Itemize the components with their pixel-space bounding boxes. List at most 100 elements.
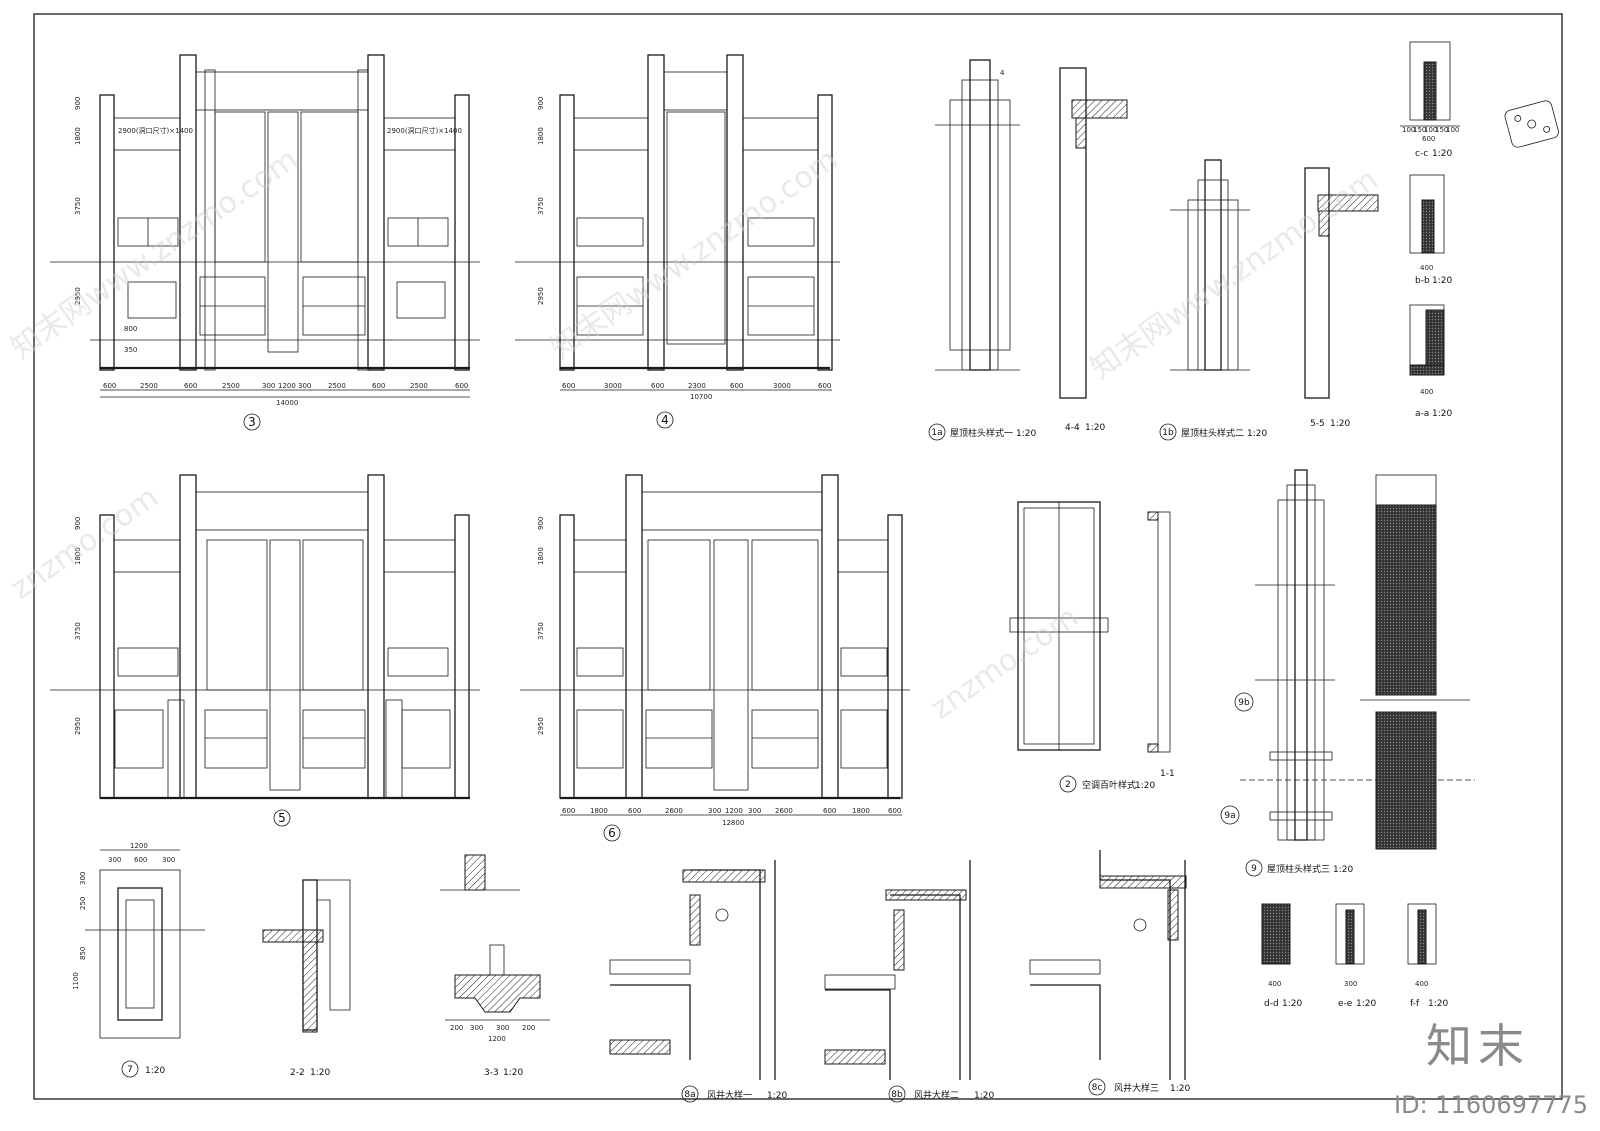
dim: 400 (1268, 980, 1281, 988)
section-title: 3-3 (484, 1068, 499, 1078)
detail-number: 9b (1238, 698, 1250, 708)
dim: 600 (372, 382, 385, 390)
dim-total: 12800 (722, 819, 744, 827)
section-title: c-c (1415, 149, 1428, 159)
detail-number: 1b (1162, 428, 1174, 438)
detail-title: 屋顶柱头样式一 (950, 427, 1013, 439)
detail-number: 7 (127, 1065, 133, 1075)
dim-total: 10700 (690, 393, 712, 401)
vdim: 250 (79, 897, 87, 910)
section-title: 2-2 (290, 1068, 305, 1078)
detail-1b: 1b 屋顶柱头样式二 1:20 5-5 1:20 (1159, 159, 1379, 441)
detail-scale: 1:20 (1016, 429, 1036, 439)
dim: 600 (1422, 135, 1435, 143)
section-ff: 400 f-f 1:20 (1407, 903, 1448, 1009)
dim: 300 (1344, 980, 1357, 988)
dim-total: 14000 (276, 399, 298, 407)
dim: 600 (455, 382, 468, 390)
sheet-border (33, 13, 1563, 1100)
section-title: f-f (1410, 999, 1420, 1009)
section-title: a-a (1415, 409, 1429, 419)
vdim: 350 (124, 346, 137, 354)
watermark: 知末网www.znzmo.com (545, 142, 845, 367)
section-cc: 100 150 100 150 100 600 c-c 1:20 (1400, 41, 1460, 159)
dim: 1200 (278, 382, 296, 390)
dim: 2500 (410, 382, 428, 390)
detail-scale: 1:20 (1247, 429, 1267, 439)
section-ee: 300 e-e 1:20 (1335, 903, 1376, 1009)
detail-8b: 8b 风井大样二 1:20 (824, 860, 994, 1103)
detail-scale: 1:20 (503, 1068, 523, 1078)
detail-scale: 1:20 (767, 1091, 787, 1101)
elevation-number: 4 (661, 413, 669, 427)
section-bb: 400 b-b 1:20 (1409, 174, 1452, 286)
detail-number: 1a (931, 428, 942, 438)
detail-scale: 1:20 (1085, 423, 1105, 433)
section-mark: 4 (1000, 69, 1005, 77)
dim: 150 (1435, 126, 1448, 134)
detail-scale: 1:20 (1432, 276, 1452, 286)
elevation-4: 600 3000 600 2300 600 3000 600 10700 900… (515, 54, 840, 429)
detail-8c: 8c 风井大样三 1:20 (1029, 850, 1190, 1096)
section-title: e-e (1338, 999, 1353, 1009)
detail-number: 8c (1092, 1083, 1103, 1093)
dim: 3000 (773, 382, 791, 390)
section-33: 200 300 300 200 1200 3-3 1:20 (440, 854, 550, 1078)
vdim: 3750 (537, 622, 545, 640)
dim: 2600 (665, 807, 683, 815)
section-dd: 400 d-d 1:20 (1261, 903, 1302, 1009)
dim: 600 (562, 382, 575, 390)
dim: 1800 (590, 807, 608, 815)
detail-title: 风井大样一 (707, 1089, 752, 1101)
vdim: 800 (124, 325, 137, 333)
detail-scale: 1:20 (145, 1066, 165, 1076)
detail-scale: 1:20 (1282, 999, 1302, 1009)
detail-scale: 1:20 (1356, 999, 1376, 1009)
elevation-number: 6 (608, 826, 616, 840)
vdim: 2950 (74, 717, 82, 735)
detail-number: 9a (1224, 811, 1235, 821)
detail-scale: 1:20 (1432, 409, 1452, 419)
detail-2: 2 空调百叶样式 1:20 1-1 (1009, 501, 1175, 793)
dim-total: 1200 (488, 1035, 506, 1043)
watermark: 知末网www.znzmo.com (5, 142, 305, 367)
dim: 100 (1402, 126, 1415, 134)
vdim: 1800 (537, 127, 545, 145)
detail-scale: 1:20 (1135, 781, 1155, 791)
vdim: 3750 (74, 197, 82, 215)
dim: 600 (562, 807, 575, 815)
vdim: 900 (537, 517, 545, 530)
detail-title: 空调百叶样式 (1082, 779, 1136, 791)
vdim: 1800 (537, 547, 545, 565)
detail-scale: 1:20 (1428, 999, 1448, 1009)
dim: 100 (1446, 126, 1459, 134)
section-title: 1-1 (1160, 769, 1175, 779)
dim: 400 (1415, 980, 1428, 988)
elevation-5: 900 1800 3750 2950 5 (50, 474, 480, 827)
detail-8a: 8a 风井大样一 1:20 (609, 860, 787, 1103)
dim: 2500 (328, 382, 346, 390)
dim: 600 (134, 856, 147, 864)
dim: 300 (162, 856, 175, 864)
vdim: 900 (74, 97, 82, 110)
opening-note: 2900(洞口尺寸)×1400 (118, 126, 193, 135)
section-title: 5-5 (1310, 419, 1325, 429)
dim: 100 (1424, 126, 1437, 134)
dim: 2300 (688, 382, 706, 390)
section-title: b-b (1415, 276, 1430, 286)
dim: 150 (1413, 126, 1426, 134)
vdim: 850 (79, 947, 87, 960)
vdim: 2950 (537, 287, 545, 305)
dim: 600 (730, 382, 743, 390)
opening-note: 2900(洞口尺寸)×1400 (387, 126, 462, 135)
detail-title: 屋顶柱头样式三 (1267, 863, 1330, 875)
dim: 600 (184, 382, 197, 390)
dim: 300 (470, 1024, 483, 1032)
dim: 600 (651, 382, 664, 390)
detail-scale: 1:20 (1330, 419, 1350, 429)
section-title: 4-4 (1065, 423, 1080, 433)
vdim: 1800 (74, 547, 82, 565)
key-plan (1504, 100, 1559, 148)
detail-number: 8a (684, 1090, 695, 1100)
dim: 300 (708, 807, 721, 815)
